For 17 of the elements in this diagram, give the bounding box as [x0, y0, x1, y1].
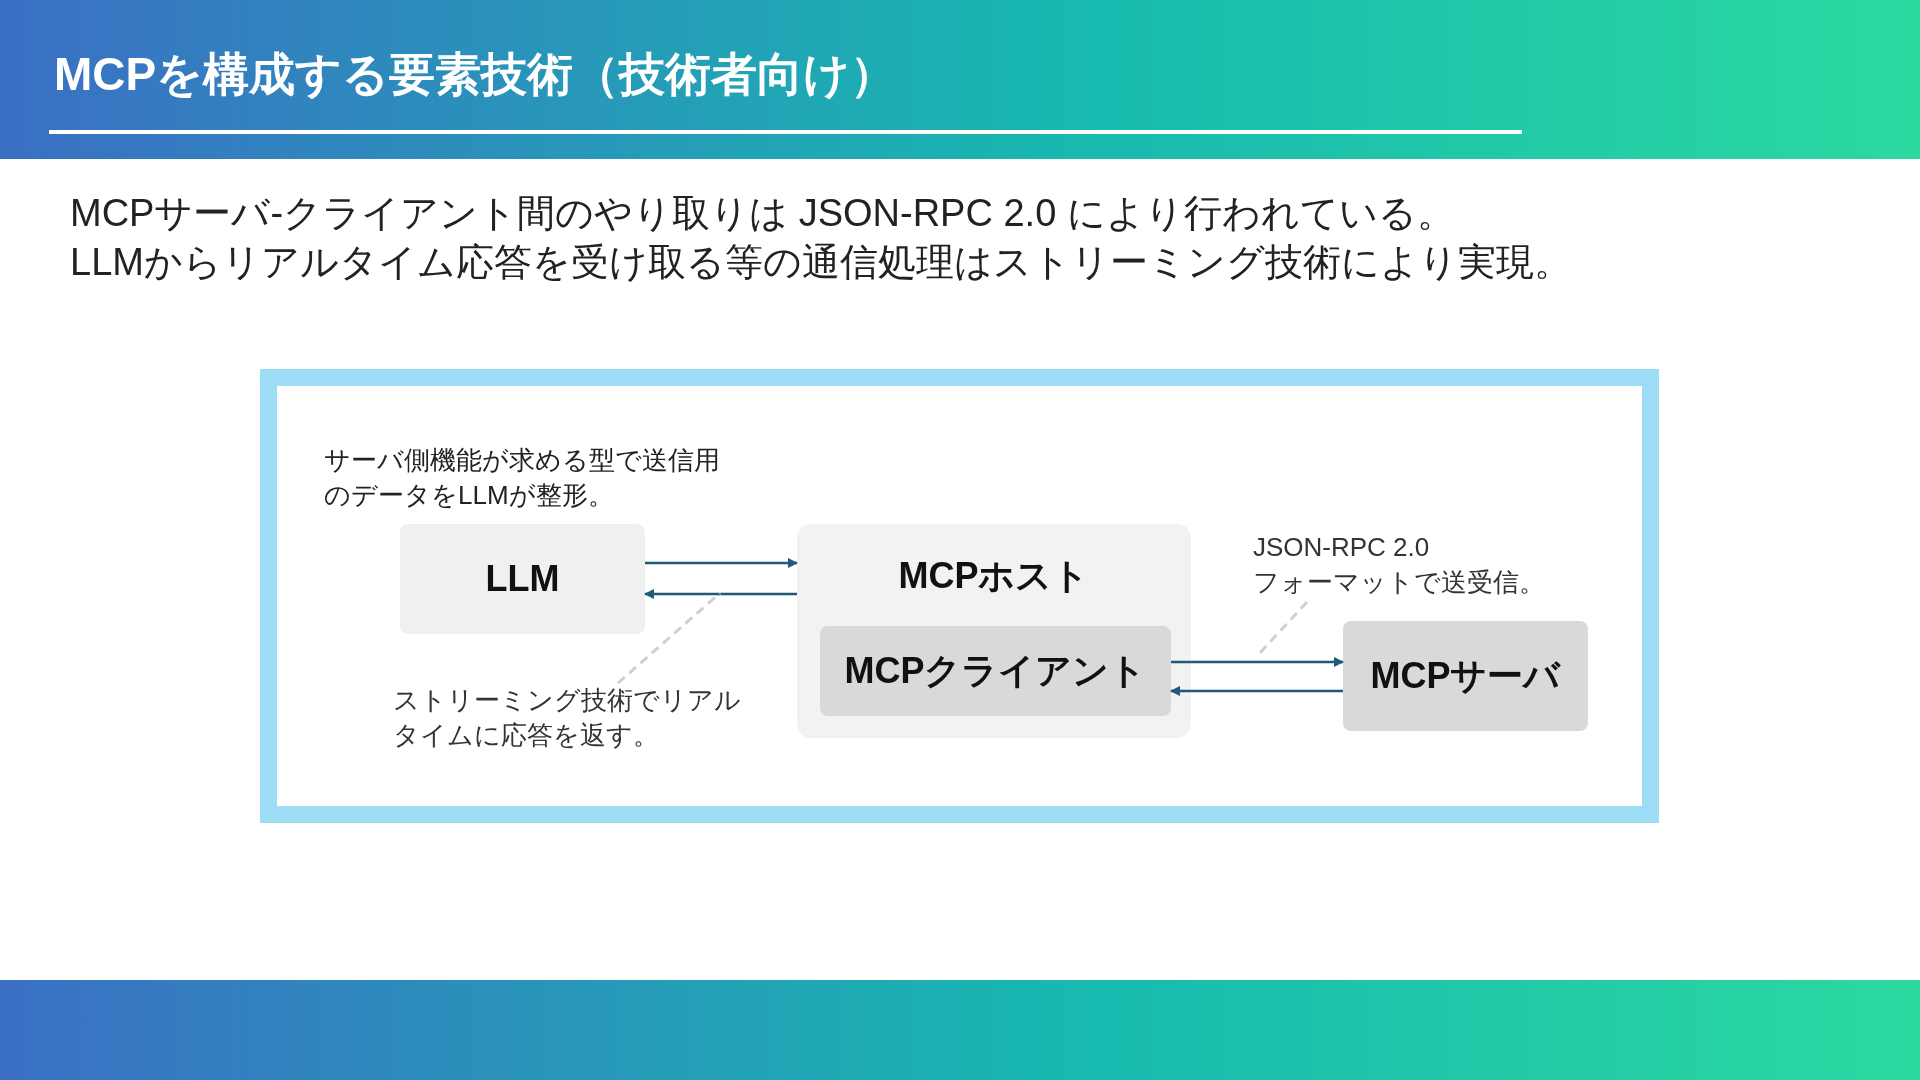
- process-box: LLM: [400, 524, 645, 634]
- body-text: LLMからリアルタイム応答を受け取る等の通信処理はストリーミング技術により実現。: [70, 240, 1572, 285]
- body-text: MCPサーバ-クライアント間のやり取りは JSON-RPC 2.0 により行われている。: [70, 191, 1455, 236]
- arrow: [644, 589, 797, 599]
- leader-line: [617, 591, 721, 685]
- leader-line: [1256, 601, 1309, 656]
- annotation-text: JSON-RPC 2.0 フォーマットで送受信。: [1253, 530, 1553, 602]
- group-box: [797, 524, 1191, 738]
- title: MCPを構成する要素技術（技術者向け）: [54, 47, 897, 102]
- process-box: MCPサーバ: [1343, 621, 1588, 731]
- annotation-text: ストリーミング技術でリアルタイムに応答を返す。: [393, 683, 753, 755]
- arrow: [645, 558, 798, 568]
- arrow: [1171, 657, 1344, 667]
- arrow: [1170, 686, 1343, 696]
- annotation-text: サーバ側機能が求める型で送信用のデータをLLMが整形。: [324, 444, 721, 513]
- process-box: MCPクライアント: [820, 626, 1171, 716]
- box-heading: MCPホスト: [897, 554, 1091, 598]
